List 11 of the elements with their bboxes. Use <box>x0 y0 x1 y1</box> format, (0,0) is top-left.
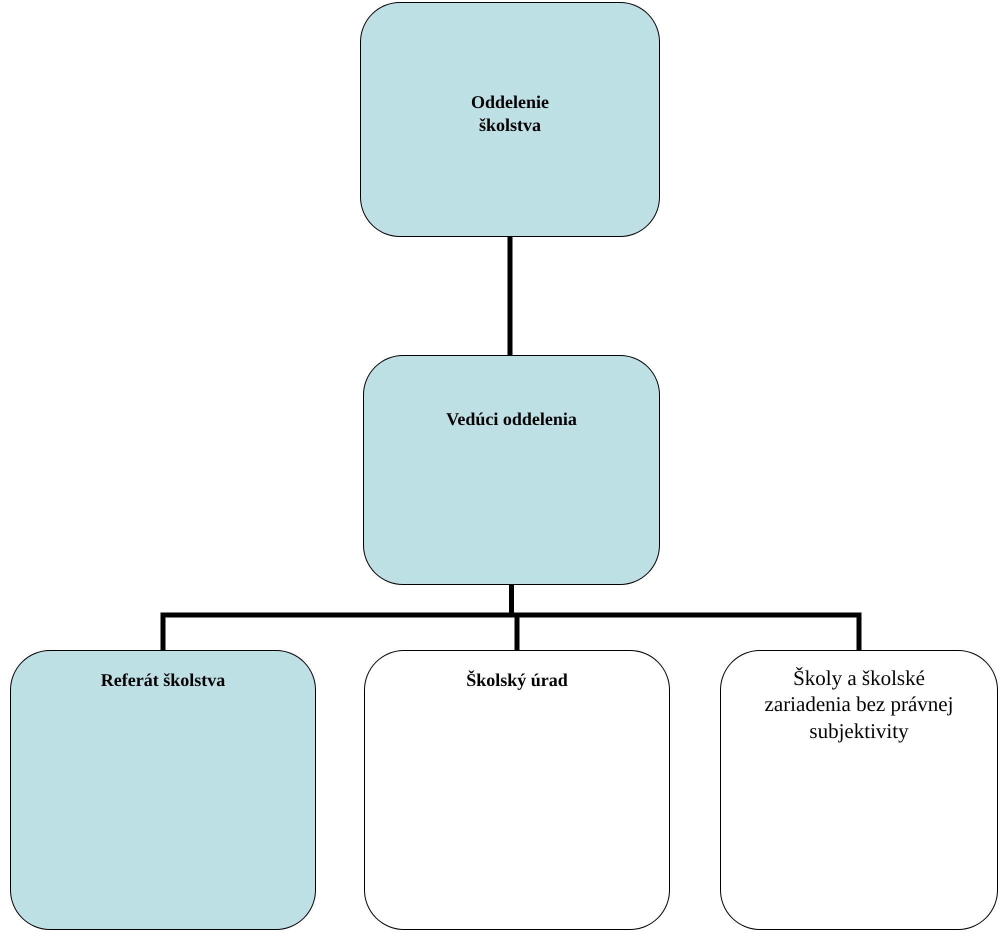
box-label: Referát školstva <box>100 669 226 692</box>
box-label: Vedúci oddelenia <box>446 408 577 430</box>
box-label: Školy a školské zariadenia bez právnej subjektivity <box>764 665 954 744</box>
box-label: Oddelenie školstva <box>470 91 550 136</box>
box-label: Školský úrad <box>466 669 568 692</box>
org-box <box>360 2 660 237</box>
org-box <box>720 650 998 930</box>
org-box <box>10 650 316 930</box>
org-box <box>364 650 670 930</box>
connector-line <box>508 237 512 355</box>
org-box <box>363 355 660 585</box>
